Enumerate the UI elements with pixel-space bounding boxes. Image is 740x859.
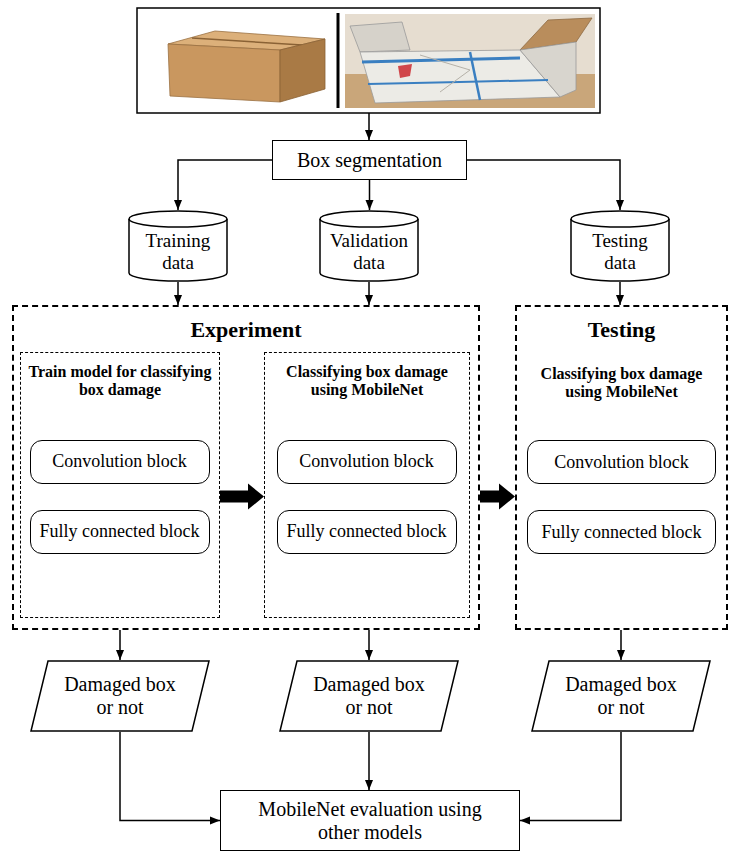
output-parallelogram: Damaged box or not [279,660,459,732]
cylinder-lip [571,219,669,227]
data-cylinder: Training data [128,210,228,282]
connector-arrow [177,282,179,305]
node-label: Convolution block [299,451,434,472]
parallelogram-shape [31,661,209,731]
node-label: Validation data [325,230,413,274]
connector-arrow [619,282,621,305]
connector-arrow [520,732,621,821]
connector-arrow [178,160,272,210]
node-label: Damaged box or not [54,673,186,719]
node-label: Fully connected block [542,522,702,543]
photo-frame [137,8,600,113]
layer-block: Fully connected block [277,510,457,554]
layer-block: Convolution block [277,440,457,484]
connector-arrow [368,732,370,790]
process-box: Box segmentation [272,140,467,180]
cylinder-body [571,211,669,281]
parallelogram-shape [280,661,458,731]
connector-arrow [120,732,220,821]
process-box: MobileNet evaluation using other models [220,790,520,851]
data-cylinder: Validation data [319,210,419,282]
parallelogram-shape [532,661,710,731]
cylinder-lip [129,219,227,227]
connector-arrow [368,282,370,305]
block-arrow [480,484,515,510]
output-parallelogram: Damaged box or not [30,660,210,732]
group-title: Experiment [14,317,478,342]
connector-arrow [620,630,622,660]
node-label: Testing data [576,230,664,274]
layer-block: Convolution block [527,440,716,484]
stage-group: ExperimentTrain model for classifying bo… [12,305,480,630]
stage-group: TestingClassifying box damage using Mobi… [515,305,728,630]
data-cylinder: Testing data [570,210,670,282]
node-label: Training data [134,230,222,274]
group-title: Classifying box damage using MobileNet [517,365,726,402]
connector-arrow [368,630,370,660]
connector-line [368,113,370,140]
node-label: Damaged box or not [303,673,435,719]
damaged-box-photo [345,14,595,108]
connector-arrow [119,630,121,660]
connector-arrow [369,180,371,210]
intact-box-photo [168,31,325,102]
group-title: Classifying box damage using MobileNet [265,363,469,400]
node-label: Fully connected block [40,521,200,542]
step-group: Classifying box damage using MobileNetCo… [264,352,470,618]
node-label: Convolution block [554,452,689,473]
block-arrow [220,484,264,510]
cylinder-body [129,211,227,281]
node-label: Damaged box or not [555,673,687,719]
group-title: Train model for classifying box damage [21,363,219,400]
output-parallelogram: Damaged box or not [531,660,711,732]
group-title: Testing [517,317,726,342]
photo-divider [337,13,340,108]
layer-block: Fully connected block [30,510,210,554]
cylinder-body [320,211,418,281]
node-label: Fully connected block [287,521,447,542]
layer-block: Fully connected block [527,510,716,554]
cylinder-lip [320,219,418,227]
node-label: MobileNet evaluation using other models [255,798,485,844]
node-label: Box segmentation [297,149,442,172]
connector-arrow [467,160,620,210]
layer-block: Convolution block [30,440,210,484]
step-group: Train model for classifying box damageCo… [20,352,220,618]
node-label: Convolution block [52,451,187,472]
